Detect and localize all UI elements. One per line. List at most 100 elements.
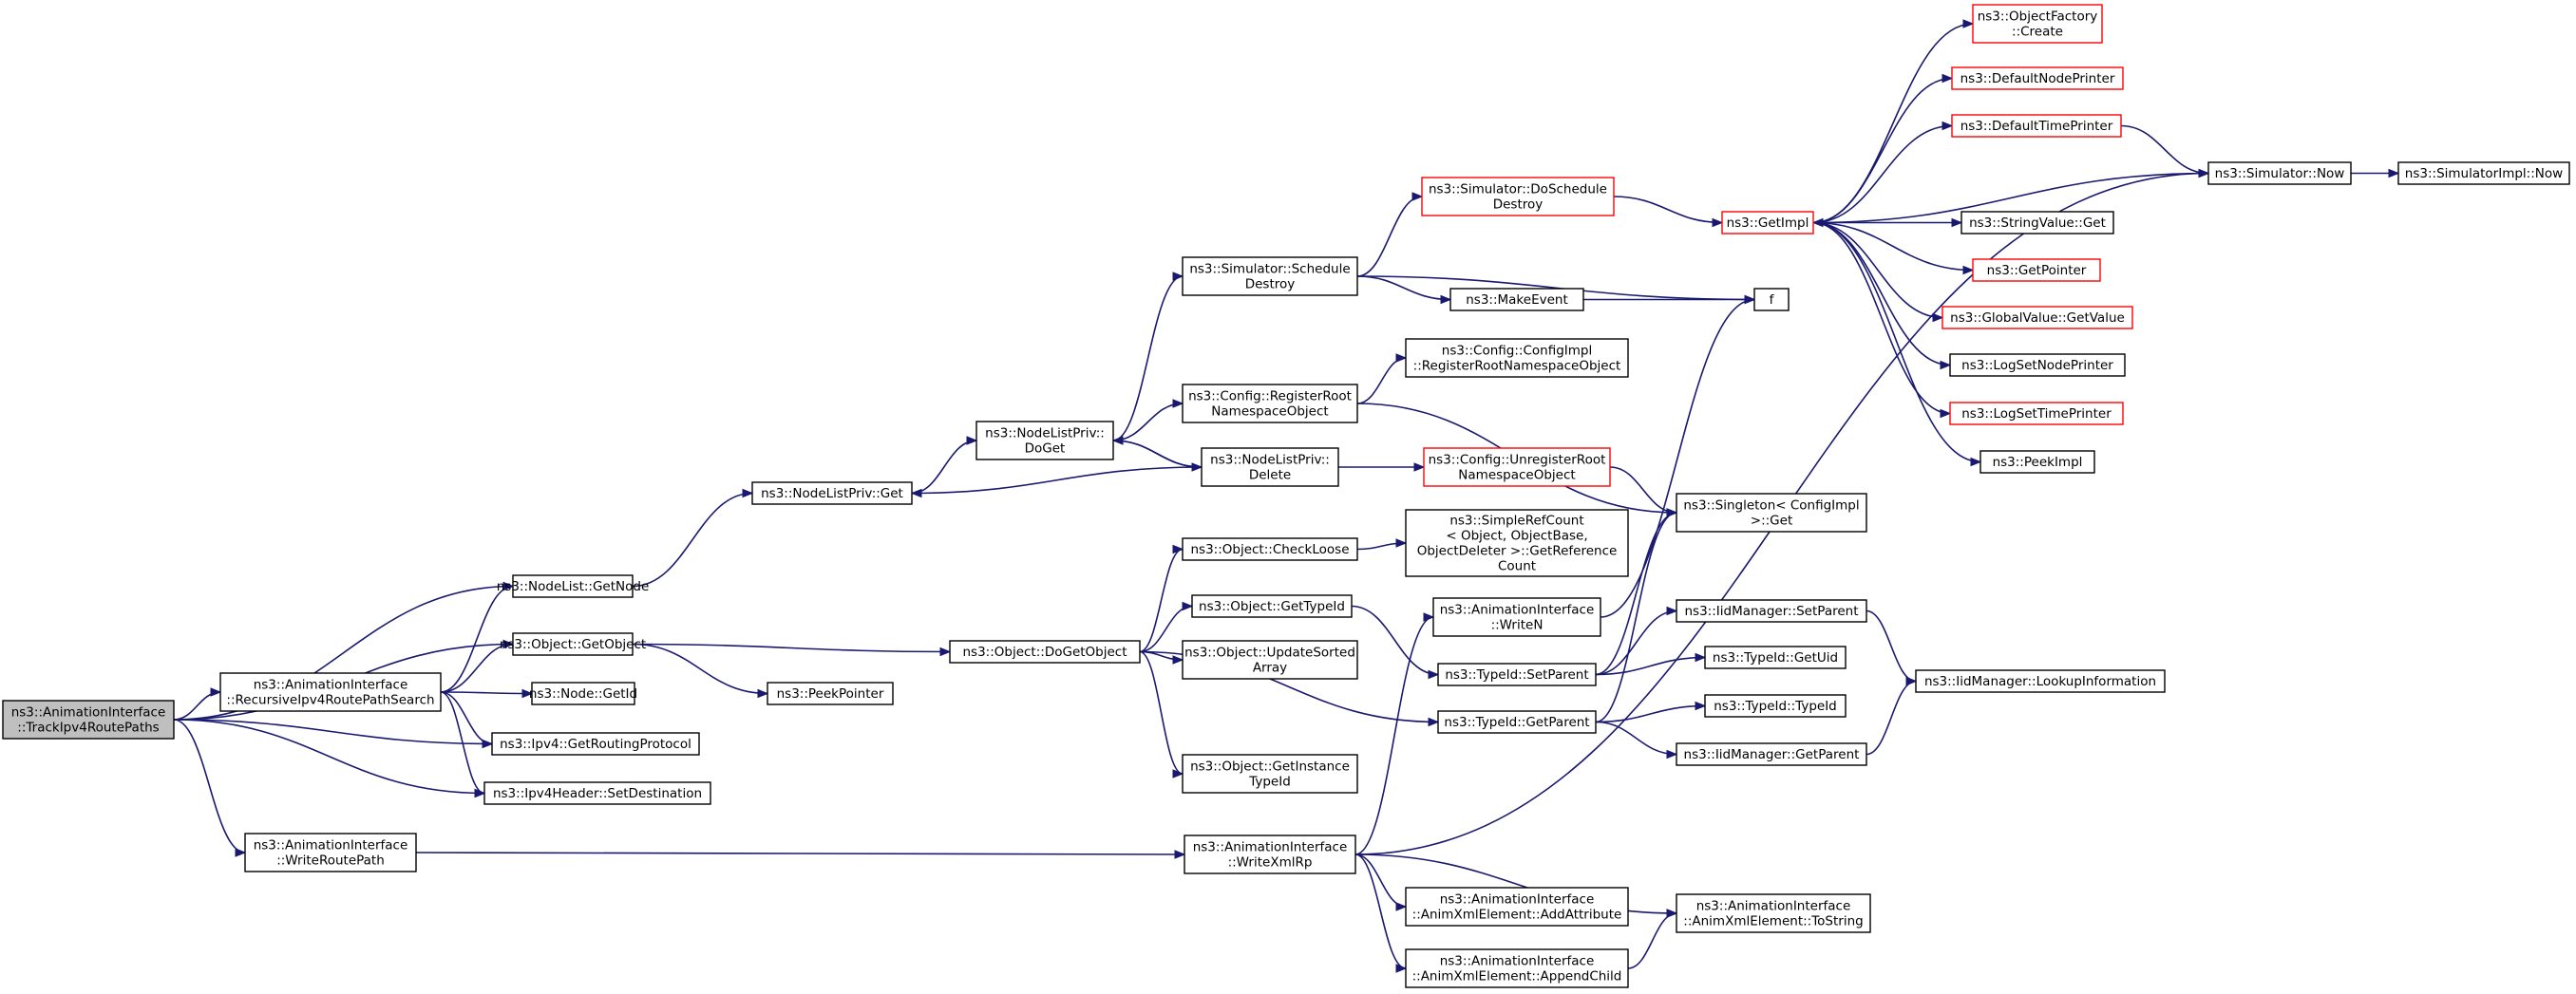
node-iidmanager_getparent[interactable]: ns3::IidManager::GetParent xyxy=(1676,742,1867,766)
node-box xyxy=(1201,447,1339,487)
edge-getimpl-to-defaulttimeprinter xyxy=(1812,121,1954,224)
node-logsettimeprinter[interactable]: ns3::LogSetTimePrinter xyxy=(1949,402,2124,425)
node-config_registerroot[interactable]: ns3::Config::RegisterRootNamespaceObject xyxy=(1182,384,1358,423)
node-label-line: ns3::AnimationInterface xyxy=(1193,839,1348,854)
edge-sim_scheduledestroy-to-sim_doscheduledestroy xyxy=(1356,192,1424,277)
node-defaultnodeprinter[interactable]: ns3::DefaultNodePrinter xyxy=(1951,66,2124,90)
node-object_getobject[interactable]: ns3::Object::GetObject xyxy=(500,632,646,656)
node-singleton_get[interactable]: ns3::Singleton< ConfigImpl>::Get xyxy=(1676,493,1867,533)
node-typeid_setparent[interactable]: ns3::TypeId::SetParent xyxy=(1437,663,1597,686)
node-object_dogetobject[interactable]: ns3::Object::DoGetObject xyxy=(949,640,1141,664)
arrowhead xyxy=(474,788,486,798)
node-box xyxy=(2,700,175,740)
node-box xyxy=(2397,161,2570,185)
node-getpointer[interactable]: ns3::GetPointer xyxy=(1972,258,2101,282)
arrowhead xyxy=(1666,909,1678,918)
node-nodelistpriv_get[interactable]: ns3::NodeListPriv::Get xyxy=(751,481,913,505)
node-peekimpl[interactable]: ns3::PeekImpl xyxy=(1979,450,2095,474)
node-iidmanager_setparent[interactable]: ns3::IidManager::SetParent xyxy=(1676,599,1867,623)
node-writexmlrp[interactable]: ns3::AnimationInterface::WriteXmlRp xyxy=(1184,835,1356,874)
node-label-line: ns3::NodeListPriv::Get xyxy=(761,486,903,501)
edge-writen-to-f xyxy=(1600,294,1756,618)
node-label-line: ns3::StringValue::Get xyxy=(1969,216,2106,231)
arrowhead xyxy=(939,647,952,657)
node-defaulttimeprinter[interactable]: ns3::DefaultTimePrinter xyxy=(1951,114,2122,138)
edge-getimpl-to-objectfactory_create xyxy=(1812,19,1975,224)
node-globalvalue_getvalue[interactable]: ns3::GlobalValue::GetValue xyxy=(1941,306,2133,329)
node-stringvalue_get[interactable]: ns3::StringValue::Get xyxy=(1960,211,2114,234)
arrowhead xyxy=(1666,749,1678,760)
node-object_gettypeid[interactable]: ns3::Object::GetTypeId xyxy=(1191,594,1353,618)
node-addattribute[interactable]: ns3::AnimationInterface::AnimXmlElement:… xyxy=(1405,887,1629,927)
node-logsetnodeprinter[interactable]: ns3::LogSetNodePrinter xyxy=(1949,353,2126,377)
node-node_getid[interactable]: ns3::Node::GetId xyxy=(529,682,637,705)
node-object_checkloose[interactable]: ns3::Object::CheckLoose xyxy=(1182,537,1358,561)
node-recursive[interactable]: ns3::AnimationInterface::RecursiveIpv4Ro… xyxy=(219,672,442,712)
node-ipv4_getrouting[interactable]: ns3::Ipv4::GetRoutingProtocol xyxy=(491,732,700,756)
node-box xyxy=(219,672,442,712)
arrowhead xyxy=(966,436,978,445)
node-typeid_getparent[interactable]: ns3::TypeId::GetParent xyxy=(1437,710,1597,734)
node-label-line: ns3::PeekImpl xyxy=(1993,455,2083,470)
node-box xyxy=(1191,594,1353,618)
node-objectfactory_create[interactable]: ns3::ObjectFactory::Create xyxy=(1972,4,2103,44)
node-makeevent[interactable]: ns3::MakeEvent xyxy=(1449,288,1584,311)
node-appendchild[interactable]: ns3::AnimationInterface::AnimXmlElement:… xyxy=(1405,948,1629,988)
call-edges xyxy=(173,19,2400,973)
arrowhead xyxy=(757,688,769,699)
node-typeid_getuid[interactable]: ns3::TypeId::GetUid xyxy=(1704,646,1847,669)
node-ipv4header_setdest[interactable]: ns3::Ipv4Header::SetDestination xyxy=(483,781,711,805)
node-label-line: ns3::Object::CheckLoose xyxy=(1190,542,1349,557)
node-box xyxy=(1676,742,1867,766)
node-label-line: ns3::Ipv4Header::SetDestination xyxy=(493,786,702,801)
edge-getimpl-to-defaultnodeprinter xyxy=(1812,73,1954,224)
node-nodelistpriv_doget[interactable]: ns3::NodeListPriv::DoGet xyxy=(975,421,1114,460)
node-config_unregisterroot[interactable]: ns3::Config::UnregisterRootNamespaceObje… xyxy=(1423,447,1611,487)
arrowhead xyxy=(1440,294,1452,305)
node-nodelistpriv_delete[interactable]: ns3::NodeListPriv::Delete xyxy=(1201,447,1339,487)
edge-writeroutepath-to-writexmlrp xyxy=(415,850,1186,859)
node-root[interactable]: ns3::AnimationInterface::TrackIpv4RouteP… xyxy=(2,700,175,740)
arrowhead xyxy=(1172,272,1184,281)
node-box xyxy=(1182,640,1358,680)
node-label-line: ns3::PeekPointer xyxy=(777,686,884,702)
node-box xyxy=(1941,306,2133,329)
node-simplerefcount[interactable]: ns3::SimpleRefCount< Object, ObjectBase,… xyxy=(1405,509,1629,577)
node-iidmanager_lookup[interactable]: ns3::IidManager::LookupInformation xyxy=(1915,669,2166,693)
node-label-line: ns3::Node::GetId xyxy=(529,686,637,702)
arrowhead xyxy=(1905,676,1918,686)
node-label-line: ns3::Config::ConfigImpl xyxy=(1442,343,1592,358)
node-writeroutepath[interactable]: ns3::AnimationInterface::WriteRoutePath xyxy=(244,833,417,872)
node-typeid_typeid[interactable]: ns3::TypeId::TypeId xyxy=(1704,694,1847,718)
node-label-line: DoGet xyxy=(1025,441,1066,456)
node-simulatorimpl_now[interactable]: ns3::SimulatorImpl::Now xyxy=(2397,161,2570,185)
arrowhead xyxy=(1695,701,1707,711)
node-label-line: ns3::AnimationInterface xyxy=(1440,953,1595,968)
node-getimpl[interactable]: ns3::GetImpl xyxy=(1721,211,1814,234)
arrowhead xyxy=(1940,408,1952,419)
node-label-line: Array xyxy=(1253,660,1287,675)
node-box xyxy=(1949,353,2126,377)
node-writen[interactable]: ns3::AnimationInterface::WriteN xyxy=(1432,597,1601,637)
node-box xyxy=(1405,948,1629,988)
arrowhead xyxy=(1941,121,1954,131)
node-label-line: ns3::AnimationInterface xyxy=(11,704,166,720)
node-peekpointer[interactable]: ns3::PeekPointer xyxy=(767,682,894,705)
arrowhead xyxy=(1951,217,1963,228)
node-configimpl_registerroot[interactable]: ns3::Config::ConfigImpl::RegisterRootNam… xyxy=(1405,338,1629,378)
node-label-line: ::AnimXmlElement::AddAttribute xyxy=(1412,907,1622,922)
node-label-line: ns3::Object::GetTypeId xyxy=(1199,599,1345,614)
edge-defaulttimeprinter-to-simulator_now xyxy=(2120,124,2210,178)
node-f[interactable]: f xyxy=(1753,288,1790,311)
node-tostring[interactable]: ns3::AnimationInterface::AnimXmlElement:… xyxy=(1676,893,1871,933)
node-nodelist_getnode[interactable]: ns3::NodeList::GetNode xyxy=(497,574,650,598)
node-label-line: f xyxy=(1770,292,1775,308)
node-simulator_now[interactable]: ns3::Simulator::Now xyxy=(2207,161,2352,185)
node-label-line: Delete xyxy=(1249,467,1291,482)
edge-typeid_getparent-to-typeid_typeid xyxy=(1595,701,1707,723)
